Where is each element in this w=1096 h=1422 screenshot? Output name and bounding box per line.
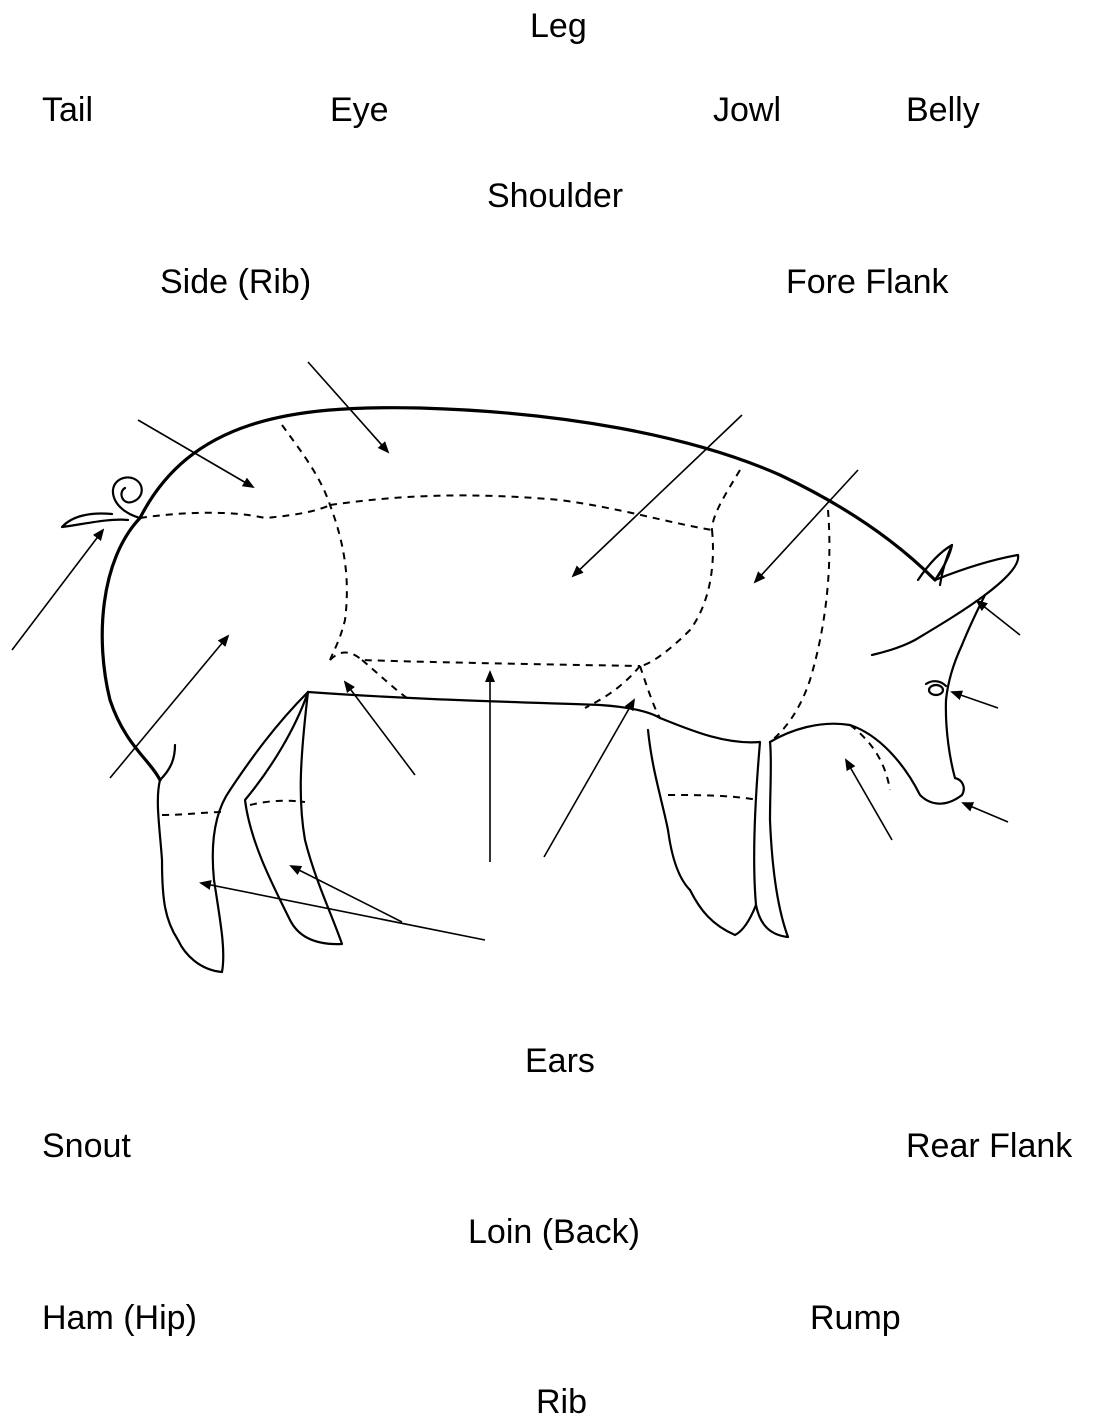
label-rump: Rump <box>810 1298 901 1338</box>
pig-outline <box>62 408 1018 972</box>
label-jowl: Jowl <box>713 90 781 130</box>
label-loin-back: Loin (Back) <box>468 1212 640 1252</box>
pointer-arrows <box>12 362 1020 940</box>
label-ham-hip: Ham (Hip) <box>42 1298 197 1338</box>
label-belly: Belly <box>906 90 980 130</box>
label-tail: Tail <box>42 90 93 130</box>
pig-diagram <box>0 330 1096 1010</box>
label-shoulder: Shoulder <box>487 176 623 216</box>
label-rib: Rib <box>536 1382 587 1422</box>
label-ears: Ears <box>525 1041 595 1081</box>
label-fore-flank: Fore Flank <box>786 262 949 302</box>
label-snout: Snout <box>42 1126 131 1166</box>
label-side-rib: Side (Rib) <box>160 262 311 302</box>
label-eye: Eye <box>330 90 389 130</box>
label-rear-flank: Rear Flank <box>906 1126 1072 1166</box>
label-leg: Leg <box>530 6 587 46</box>
